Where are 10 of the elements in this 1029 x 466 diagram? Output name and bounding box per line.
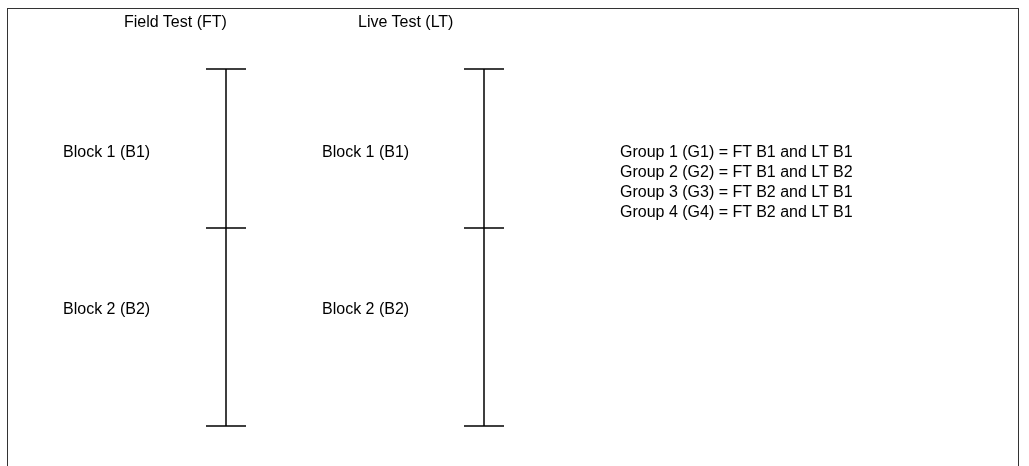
block-label: Block 1 (B1) xyxy=(322,142,410,162)
block-label: Block 1 (B1) xyxy=(63,142,151,162)
block-label: Block 2 (B2) xyxy=(322,299,410,319)
column-heading: Live Test (LT) xyxy=(358,12,454,32)
group-definition: Group 4 (G4) = FT B2 and LT B1 xyxy=(620,202,853,222)
block-label: Block 2 (B2) xyxy=(63,299,151,319)
group-definition: Group 1 (G1) = FT B1 and LT B1 xyxy=(620,142,853,162)
group-definition: Group 2 (G2) = FT B1 and LT B2 xyxy=(620,162,853,182)
column-heading: Field Test (FT) xyxy=(124,12,227,32)
group-definition: Group 3 (G3) = FT B2 and LT B1 xyxy=(620,182,853,202)
